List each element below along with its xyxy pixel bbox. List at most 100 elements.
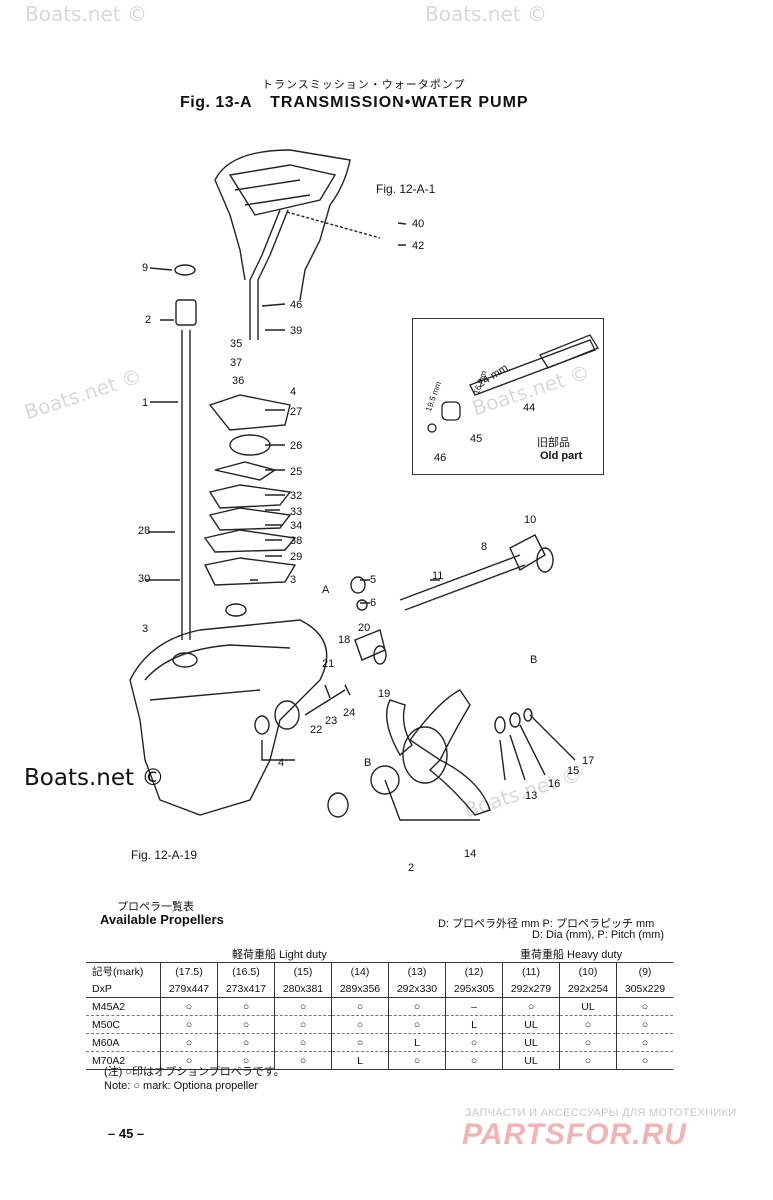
- old-part-callout-45: 45: [470, 433, 483, 445]
- table-cell: ○: [160, 1033, 218, 1052]
- watermark: Boats.net ©: [425, 2, 548, 26]
- table-header-cell: 273x417: [217, 980, 275, 998]
- table-cell: M45A2: [86, 997, 161, 1016]
- table-header-cell: 279x447: [160, 980, 218, 998]
- table-cell: ○: [616, 1051, 673, 1070]
- callout-29: 29: [290, 551, 303, 563]
- old-part-box: [412, 318, 604, 475]
- table-header-cell: 292x254: [559, 980, 617, 998]
- propeller-blade: [408, 689, 471, 762]
- callout-14: 14: [464, 848, 477, 860]
- table-cell: ○: [274, 997, 332, 1016]
- table-header-cell: DxP: [86, 980, 161, 998]
- boats-watermark: Boats.net ©: [24, 765, 165, 791]
- table-header-cell: 292x330: [388, 980, 446, 998]
- table-cell: M50C: [86, 1015, 161, 1034]
- old-part-label: Old part: [540, 450, 583, 462]
- table-header-cell: 280x381: [274, 980, 332, 998]
- callout-19: 19: [378, 688, 391, 700]
- figure-title-text: TRANSMISSION•WATER PUMP: [270, 94, 529, 111]
- table-header-cell: 305x229: [616, 980, 673, 998]
- table-cell: ○: [388, 997, 446, 1016]
- table-cell: L: [331, 1051, 389, 1070]
- brand-logo: PARTSFOR.RU: [462, 1118, 687, 1151]
- figure-reference-bottom: Fig. 12-A-19: [131, 848, 198, 862]
- callout-36: 36: [232, 375, 245, 387]
- callout-15: 15: [567, 765, 580, 777]
- table-cell: ○: [616, 1033, 673, 1052]
- table-cell: ○: [445, 1051, 503, 1070]
- table-header-cell: 292x279: [502, 980, 560, 998]
- table-cell: ○: [616, 997, 673, 1016]
- callout-3: 3: [290, 574, 297, 586]
- table-cell: ○: [445, 1033, 503, 1052]
- callout-33: 33: [290, 506, 303, 518]
- table-cell: ○: [559, 1051, 617, 1070]
- note-english: Note: ○ mark: Optiona propeller: [104, 1080, 258, 1092]
- table-cell: ○: [217, 1015, 275, 1034]
- table-cell: L: [445, 1015, 503, 1034]
- brand-tagline: ЗАПЧАСТИ И АКСЕССУАРЫ ДЛЯ МОТОТЕХНИКИ: [465, 1107, 737, 1119]
- callout-27: 27: [290, 406, 303, 418]
- old-part-kana: 旧部品: [537, 437, 570, 449]
- table-cell: –: [445, 997, 503, 1016]
- table-header-cell: (12): [445, 962, 503, 980]
- table-cell: M60A: [86, 1033, 161, 1052]
- callout-39: 39: [290, 325, 303, 337]
- callout-34: 34: [290, 520, 303, 532]
- table-row: M60A ○ ○ ○ ○ L ○ UL ○ ○: [86, 1033, 673, 1052]
- callout-35: 35: [230, 338, 243, 350]
- callout-21: 21: [322, 658, 335, 670]
- table-cell: ○: [331, 1015, 389, 1034]
- marker-b-lower: B: [364, 757, 372, 769]
- callout-16: 16: [548, 778, 561, 790]
- callout-9: 9: [142, 262, 149, 274]
- table-cell: ○: [217, 997, 275, 1016]
- callout-30: 30: [138, 573, 151, 585]
- marker-a: A: [322, 584, 330, 596]
- table-cell: M70A2: [86, 1051, 161, 1070]
- table-header-cell: 289x356: [331, 980, 389, 998]
- available-propellers-kana: プロペラ一覧表: [117, 901, 194, 913]
- table-cell: ○: [388, 1051, 446, 1070]
- table-cell: ○: [160, 1015, 218, 1034]
- table-cell: ○: [274, 1015, 332, 1034]
- callout-37: 37: [230, 357, 243, 369]
- table-header-cell: 記号(mark): [86, 962, 161, 980]
- page-number: – 45 –: [108, 1126, 145, 1141]
- table-cell: ○: [217, 1051, 275, 1070]
- table-header-cell: (13): [388, 962, 446, 980]
- callout-40: 40: [412, 218, 425, 230]
- callout-3b: 3: [142, 623, 149, 635]
- table-cell: L: [388, 1033, 446, 1052]
- table-cell: UL: [502, 1015, 560, 1034]
- legend-kana: D: プロペラ外径 mm P: プロペラピッチ mm: [438, 918, 655, 930]
- upper-casing: [214, 149, 351, 301]
- marker-b: B: [530, 654, 538, 666]
- callout-13: 13: [525, 790, 538, 802]
- table-cell: ○: [502, 997, 560, 1016]
- table-cell: ○: [559, 1015, 617, 1034]
- callout-20: 20: [358, 622, 371, 634]
- table-header-cell: 295x305: [445, 980, 503, 998]
- callout-23: 23: [325, 715, 338, 727]
- old-part-callout-46: 46: [434, 452, 447, 464]
- table-cell: ○: [331, 997, 389, 1016]
- exploded-diagram: [129, 149, 599, 821]
- table-row: M50C ○ ○ ○ ○ ○ L UL ○ ○: [86, 1015, 673, 1034]
- callout-32: 32: [290, 490, 303, 502]
- table-header-cell: (11): [502, 962, 560, 980]
- title-kana: トランスミッション・ウォータポンプ: [262, 79, 466, 91]
- callout-22: 22: [310, 724, 323, 736]
- callout-28: 28: [138, 525, 151, 537]
- table-cell: ○: [616, 1015, 673, 1034]
- table-cell: UL: [559, 997, 617, 1016]
- propeller-table: 記号(mark) (17.5) (16.5) (15) (14) (13) (1…: [86, 962, 673, 1070]
- callout-4b: 4: [278, 757, 285, 769]
- callout-26: 26: [290, 440, 303, 452]
- callout-46: 46: [290, 299, 303, 311]
- table-cell: ○: [274, 1033, 332, 1052]
- callout-25: 25: [290, 466, 303, 478]
- callout-6: 6: [370, 597, 377, 609]
- watermark: Boats.net ©: [25, 2, 148, 26]
